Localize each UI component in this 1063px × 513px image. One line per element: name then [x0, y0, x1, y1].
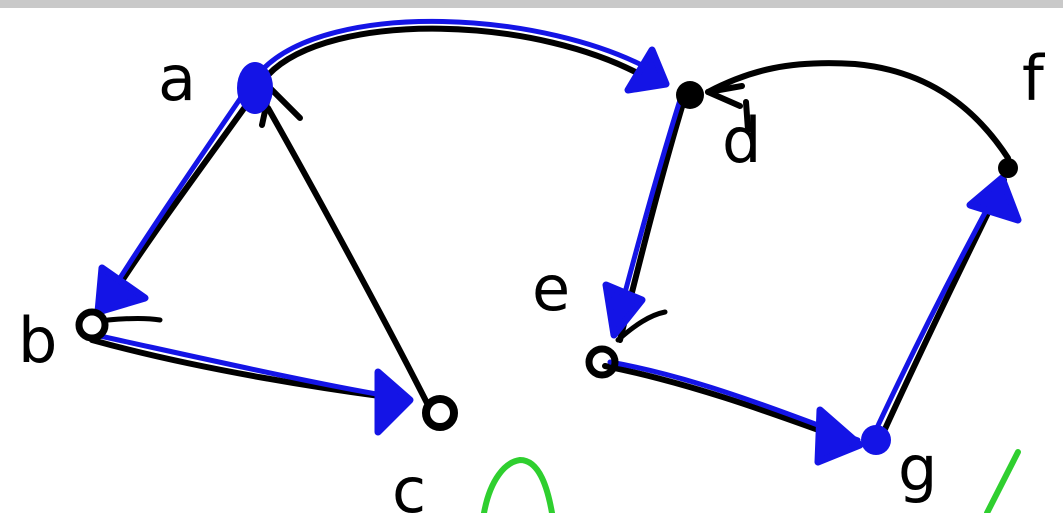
edge-a-d-black	[265, 25, 653, 83]
arrowhead-a-d	[624, 46, 670, 94]
arrowhead-d-e	[602, 281, 646, 339]
node-a	[237, 62, 273, 114]
label-b: b	[18, 304, 57, 377]
label-a: a	[158, 42, 196, 115]
arrowhead-a-b	[94, 264, 149, 316]
tick-e	[615, 309, 668, 343]
node-d	[676, 81, 704, 109]
label-g: g	[898, 432, 937, 505]
label-c: c	[392, 454, 426, 513]
arrowhead-b-c	[374, 368, 414, 436]
edge-g-f-black	[877, 177, 1007, 443]
node-g	[861, 425, 891, 455]
label-d: d	[722, 104, 761, 177]
edge-f-d	[705, 60, 1011, 161]
label-f: f	[1022, 42, 1046, 115]
node-b	[75, 308, 109, 342]
arrowhead-e-g	[814, 406, 864, 466]
tick-b	[105, 316, 163, 323]
arrowhead-f-d	[705, 83, 751, 133]
green-mark-right	[984, 449, 1021, 513]
edge-c-a	[265, 105, 431, 408]
edge-a-b	[100, 93, 245, 308]
node-c	[422, 395, 458, 431]
canvas-top-bar	[0, 0, 1063, 8]
arrowhead-g-f	[966, 174, 1022, 224]
green-mark-left	[481, 457, 555, 513]
edge-a-d	[259, 18, 658, 75]
edge-b-c	[97, 333, 403, 401]
edge-g-f	[872, 182, 1003, 435]
label-e: e	[532, 252, 570, 325]
node-f	[998, 158, 1018, 178]
node-e	[585, 345, 619, 379]
